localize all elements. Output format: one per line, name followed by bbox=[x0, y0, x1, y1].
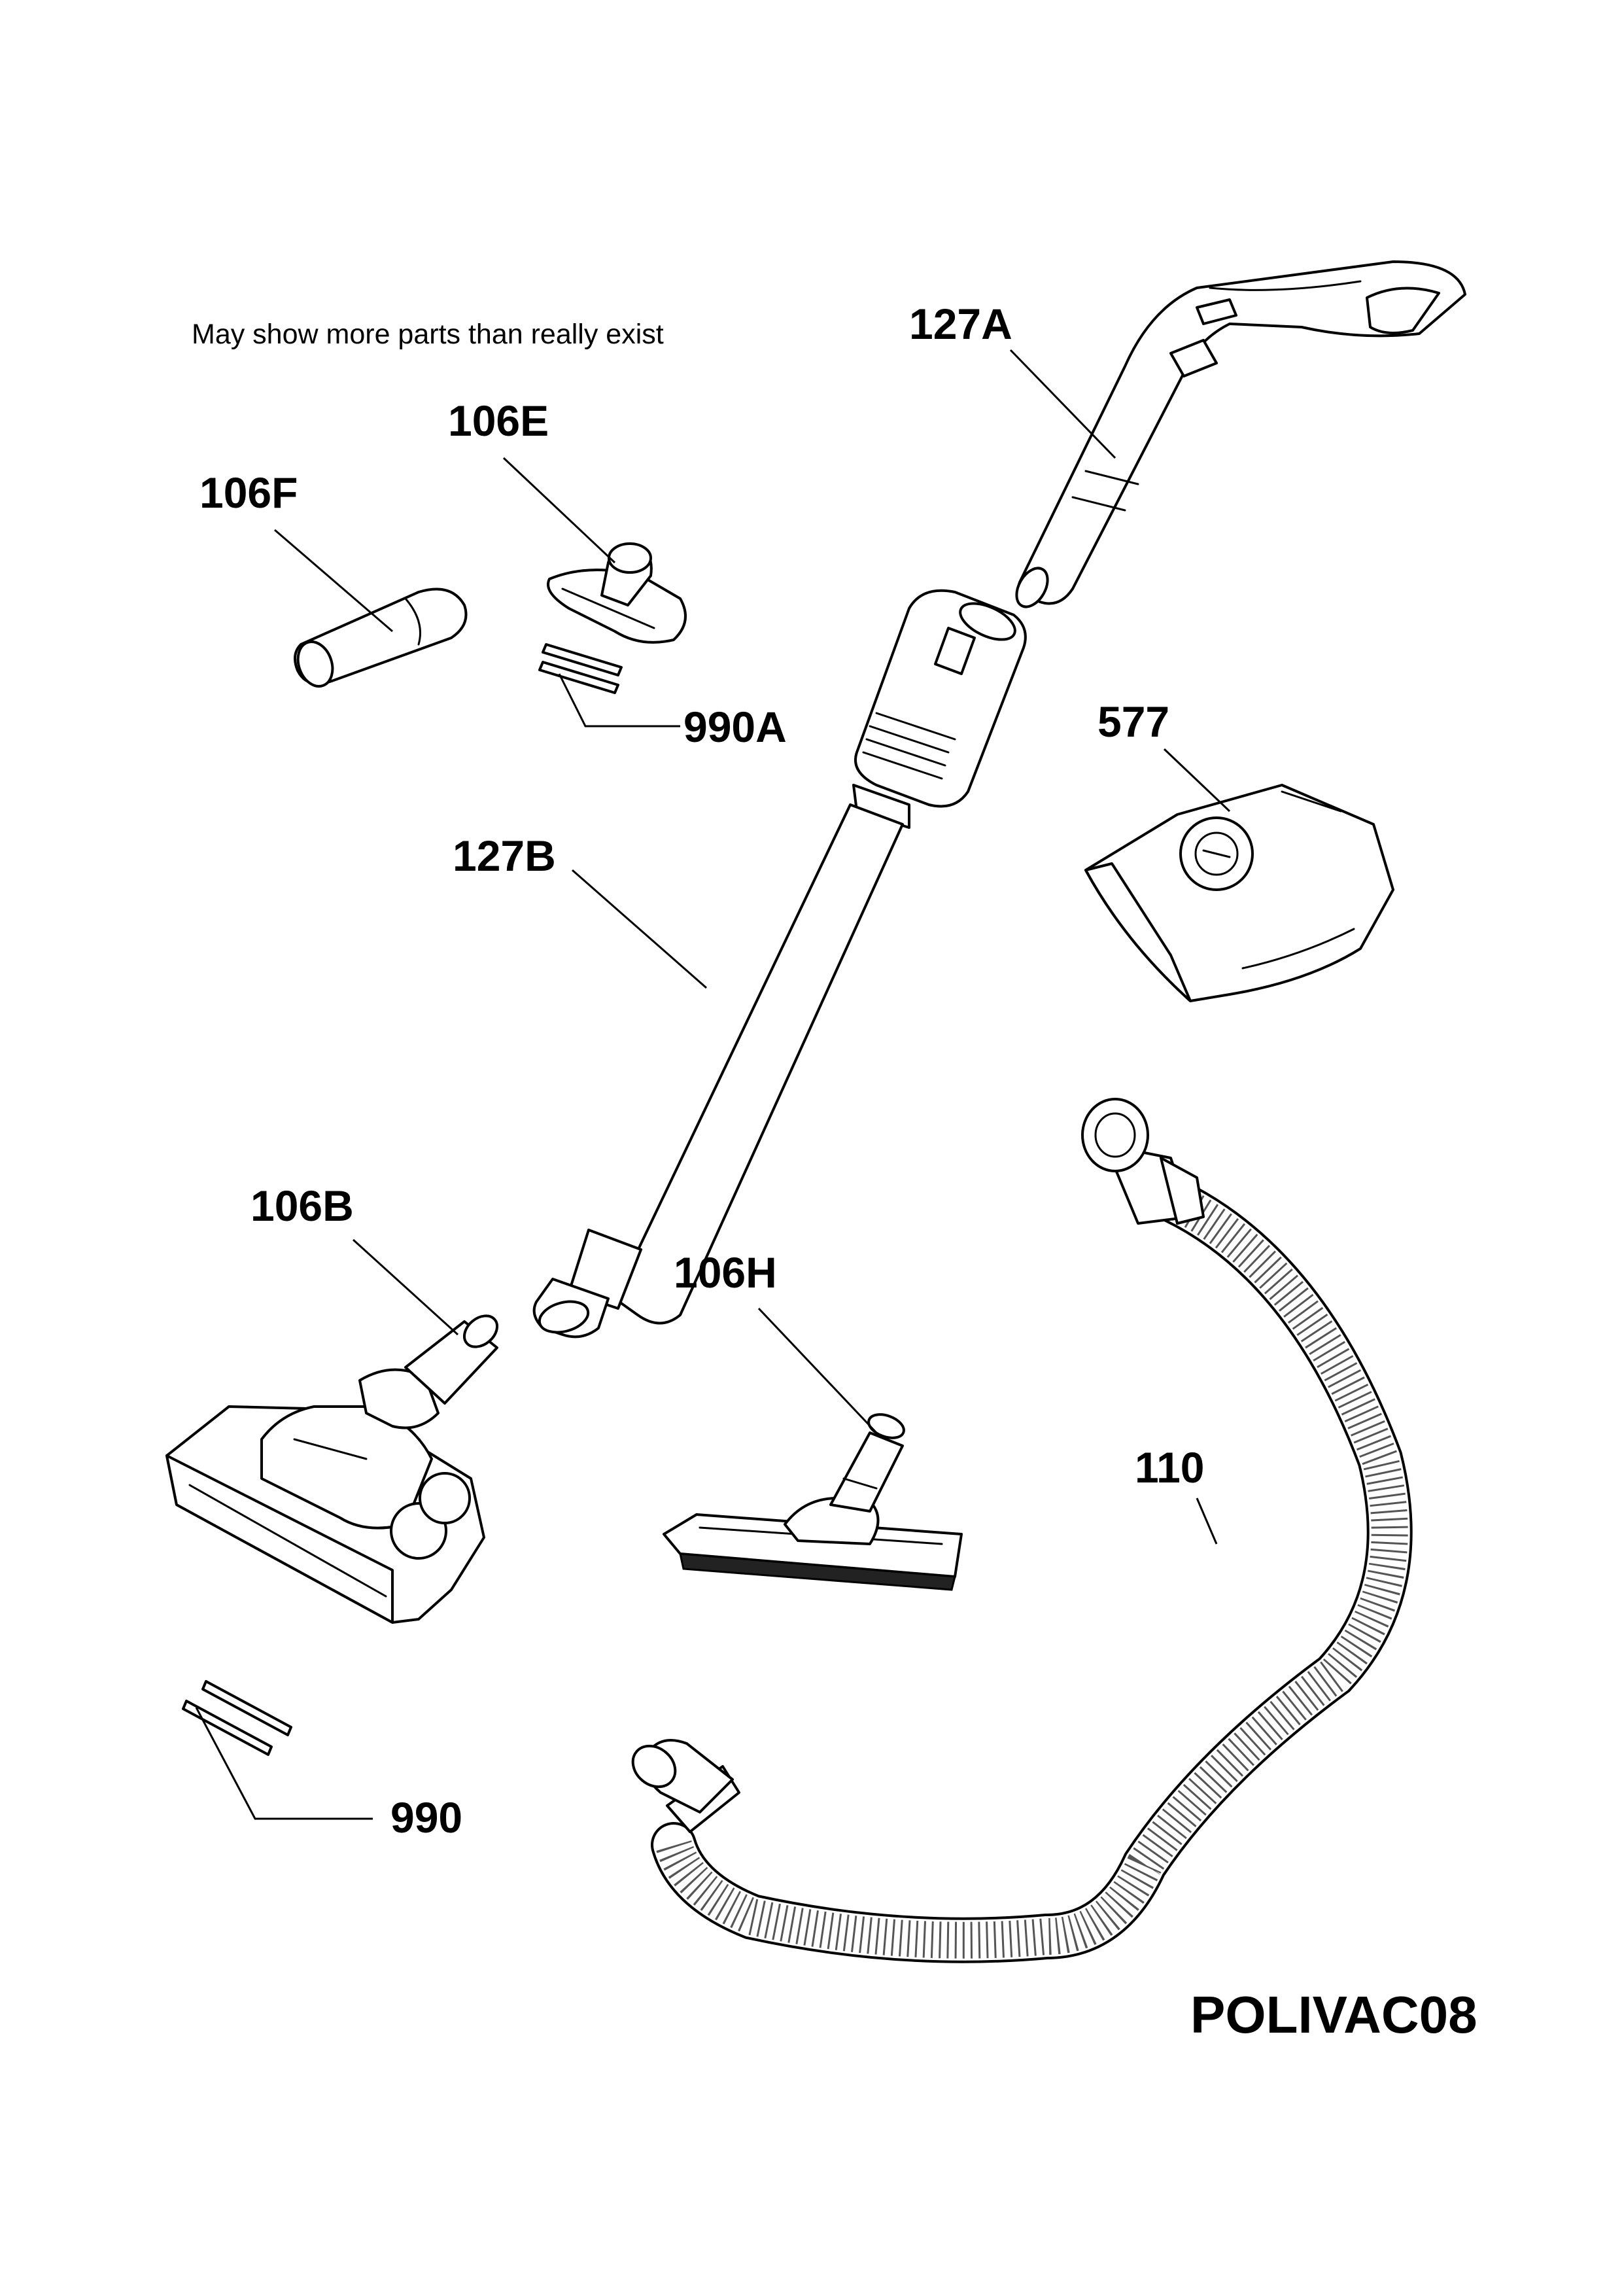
leader-106b bbox=[352, 1238, 459, 1336]
label-127b: 127B bbox=[453, 832, 556, 880]
part-106h-parquet-nozzle bbox=[663, 1413, 963, 1591]
disclaimer-note: May show more parts than really exist bbox=[192, 319, 664, 350]
part-106f-crevice-tool bbox=[294, 587, 468, 688]
leader-990a bbox=[558, 673, 680, 727]
part-990a-brush-strips bbox=[538, 643, 623, 694]
label-106b: 106B bbox=[251, 1182, 354, 1230]
leader-577 bbox=[1163, 748, 1231, 813]
part-106b-floor-nozzle bbox=[165, 1314, 499, 1624]
label-110: 110 bbox=[1135, 1443, 1205, 1492]
part-127a-handle bbox=[1015, 260, 1466, 608]
label-106f: 106F bbox=[199, 468, 298, 517]
leader-106e bbox=[502, 457, 616, 564]
leader-127b bbox=[572, 869, 707, 989]
part-990-brush-strips bbox=[182, 1680, 292, 1756]
label-127a: 127A bbox=[909, 300, 1012, 348]
part-127b-telescopic-tube bbox=[532, 589, 1027, 1339]
leader-106h bbox=[757, 1307, 878, 1434]
part-577-dust-bag bbox=[1084, 784, 1394, 1002]
leader-127a bbox=[1009, 349, 1116, 459]
label-990a: 990A bbox=[683, 703, 787, 751]
part-106e-upholstery-nozzle bbox=[547, 542, 687, 644]
diagram-code: POLIVAC08 bbox=[1190, 1986, 1477, 2044]
leader-110 bbox=[1196, 1498, 1218, 1545]
label-106e: 106E bbox=[448, 396, 549, 445]
leader-990 bbox=[195, 1707, 373, 1820]
label-990: 990 bbox=[390, 1793, 463, 1842]
part-110-hose bbox=[631, 1098, 1413, 1963]
label-106h: 106H bbox=[674, 1248, 777, 1297]
label-577: 577 bbox=[1097, 697, 1170, 746]
leader-106f bbox=[274, 529, 393, 633]
